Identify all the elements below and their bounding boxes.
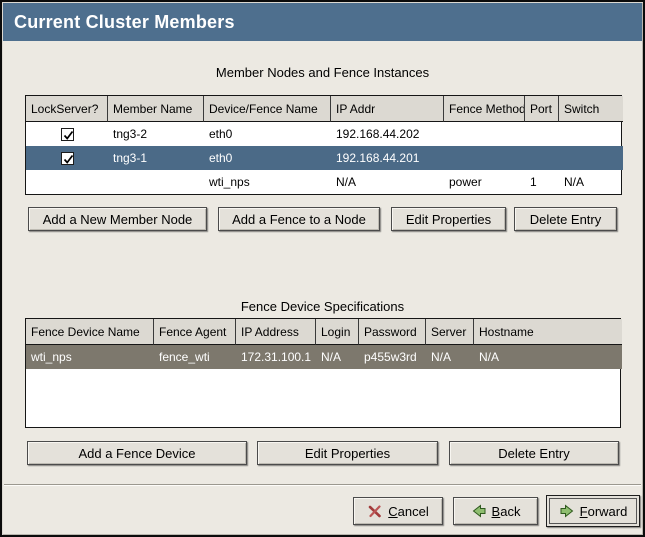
green-left-arrow-icon bbox=[472, 504, 486, 518]
lockserver-checkbox[interactable] bbox=[60, 152, 74, 166]
member-name-cell: tng3-2 bbox=[113, 127, 148, 141]
column-header-login[interactable]: Login bbox=[316, 319, 359, 345]
port-cell: 1 bbox=[530, 175, 537, 189]
fence-agent-cell: fence_wti bbox=[154, 345, 236, 369]
switch-cell bbox=[559, 122, 623, 146]
fence-table-header-row: Fence Device Name Fence Agent IP Address… bbox=[26, 319, 622, 345]
add-fence-device-button[interactable]: Add a Fence Device bbox=[27, 441, 247, 465]
password-cell: p455w3rd bbox=[359, 345, 426, 369]
member-nodes-table: LockServer? Member Name Device/Fence Nam… bbox=[25, 95, 623, 195]
switch-cell bbox=[559, 146, 623, 170]
green-right-arrow-icon bbox=[560, 504, 573, 518]
forward-button[interactable]: Forward bbox=[546, 495, 640, 527]
column-header-device-fence-name[interactable]: Device/Fence Name bbox=[204, 96, 331, 122]
switch-cell: N/A bbox=[564, 175, 585, 189]
table-row[interactable]: tng3-2 eth0 192.168.44.202 bbox=[26, 122, 623, 146]
column-header-server[interactable]: Server bbox=[426, 319, 474, 345]
column-header-fence-method[interactable]: Fence Method bbox=[444, 96, 525, 122]
lockserver-checkbox[interactable] bbox=[60, 128, 74, 142]
port-cell bbox=[525, 146, 559, 170]
table-row[interactable]: wti_nps N/A power 1 N/A bbox=[26, 170, 623, 194]
column-header-hostname[interactable]: Hostname bbox=[474, 319, 622, 345]
column-header-password[interactable]: Password bbox=[359, 319, 426, 345]
column-header-port[interactable]: Port bbox=[525, 96, 559, 122]
fence-method-cell bbox=[444, 146, 525, 170]
member-delete-entry-button[interactable]: Delete Entry bbox=[514, 207, 617, 231]
column-header-fence-device-name[interactable]: Fence Device Name bbox=[26, 319, 154, 345]
fence-delete-entry-button[interactable]: Delete Entry bbox=[449, 441, 619, 465]
column-header-lockserver[interactable]: LockServer? bbox=[26, 96, 108, 122]
member-name-cell bbox=[108, 170, 204, 194]
add-fence-to-node-button[interactable]: Add a Fence to a Node bbox=[218, 207, 380, 231]
ip-address-cell: 172.31.100.1 bbox=[236, 345, 316, 369]
column-header-ip-addr[interactable]: IP Addr bbox=[331, 96, 444, 122]
forward-button-label: Forward bbox=[579, 503, 628, 519]
back-button-label: Back bbox=[491, 503, 521, 519]
cancel-button[interactable]: Cancel bbox=[353, 497, 443, 525]
add-new-member-node-button[interactable]: Add a New Member Node bbox=[28, 207, 207, 231]
cancel-button-label: Cancel bbox=[388, 503, 429, 519]
back-button[interactable]: Back bbox=[453, 497, 538, 525]
device-fence-name-cell: eth0 bbox=[209, 127, 233, 141]
member-name-cell: tng3-1 bbox=[108, 146, 204, 170]
ip-addr-cell: 192.168.44.202 bbox=[336, 127, 420, 141]
footer-separator bbox=[4, 484, 641, 486]
fence-method-cell bbox=[444, 122, 525, 146]
ip-addr-cell: 192.168.44.201 bbox=[331, 146, 444, 170]
fence-devices-table: Fence Device Name Fence Agent IP Address… bbox=[25, 318, 622, 428]
table-row[interactable]: tng3-1 eth0 192.168.44.201 bbox=[26, 146, 623, 170]
table-row[interactable]: wti_nps fence_wti 172.31.100.1 N/A p455w… bbox=[26, 345, 622, 369]
fence-edit-properties-button[interactable]: Edit Properties bbox=[257, 441, 438, 465]
page-title: Current Cluster Members bbox=[14, 11, 235, 32]
member-table-header-row: LockServer? Member Name Device/Fence Nam… bbox=[26, 96, 623, 122]
login-cell: N/A bbox=[316, 345, 359, 369]
column-header-fence-agent[interactable]: Fence Agent bbox=[154, 319, 236, 345]
column-header-member-name[interactable]: Member Name bbox=[108, 96, 204, 122]
red-x-icon bbox=[368, 505, 382, 518]
column-header-switch[interactable]: Switch bbox=[559, 96, 623, 122]
fence-method-cell: power bbox=[449, 175, 482, 189]
column-header-ip-address[interactable]: IP Address bbox=[236, 319, 316, 345]
fence-table-caption: Fence Device Specifications bbox=[240, 299, 405, 314]
ip-addr-cell: N/A bbox=[336, 175, 357, 189]
device-fence-name-cell: eth0 bbox=[204, 146, 331, 170]
server-cell: N/A bbox=[426, 345, 474, 369]
member-edit-properties-button[interactable]: Edit Properties bbox=[391, 207, 506, 231]
device-fence-name-cell: wti_nps bbox=[209, 175, 250, 189]
hostname-cell: N/A bbox=[474, 345, 622, 369]
port-cell bbox=[525, 122, 559, 146]
member-table-caption: Member Nodes and Fence Instances bbox=[215, 65, 430, 80]
fence-device-name-cell: wti_nps bbox=[26, 345, 154, 369]
window-titlebar: Current Cluster Members bbox=[3, 3, 642, 41]
